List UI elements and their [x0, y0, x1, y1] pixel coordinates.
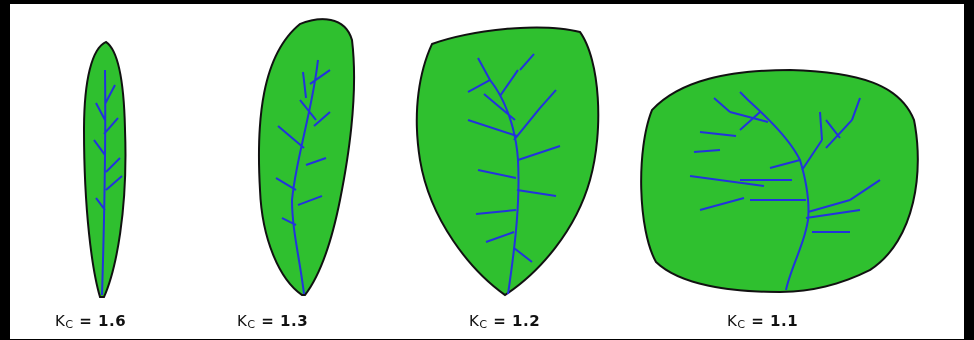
leaf-3	[417, 28, 599, 295]
leaf-4-label: KC = 1.1	[727, 312, 798, 331]
leaf-2-blade	[259, 19, 354, 295]
leaf-3-blade	[417, 28, 599, 295]
leaf-3-label: KC = 1.2	[469, 312, 540, 331]
leaf-2	[259, 19, 354, 295]
leaf-1	[84, 42, 125, 297]
leaf-1-label: KC = 1.6	[55, 312, 126, 331]
leaf-4	[641, 70, 918, 292]
leaf-2-label: KC = 1.3	[237, 312, 308, 331]
